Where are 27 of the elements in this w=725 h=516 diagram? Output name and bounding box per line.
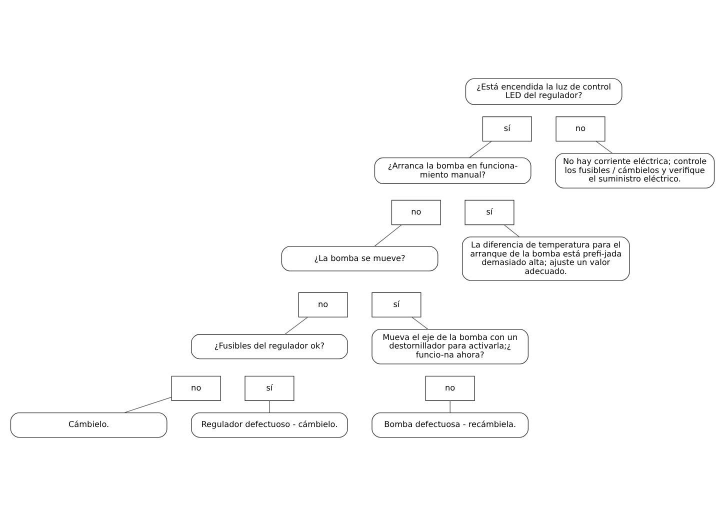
node-box: sí xyxy=(244,376,294,401)
node-box: ¿Fusibles del regulador ok? xyxy=(191,334,348,360)
node-box: no xyxy=(391,200,441,226)
node-box: Cámbielo. xyxy=(10,412,168,438)
node-box: Regulador defectuoso - cámbielo. xyxy=(191,412,348,438)
node-box: ¿Está encendida la luz de control LED del regulador? xyxy=(465,78,622,105)
connector xyxy=(284,316,308,335)
node-box: no xyxy=(425,376,475,401)
connector xyxy=(412,316,428,330)
node-box: sí xyxy=(482,116,532,142)
connector xyxy=(504,224,520,238)
node-box: sí xyxy=(464,200,514,226)
node-box: No hay corriente eléctrica; controle los fusibles / cámbielos y verifique el suministro eléctrico. xyxy=(555,153,715,188)
connector xyxy=(469,141,492,158)
node-box: La diferencia de temperatura para el arranque de la bomba está prefi-jada demasiado alta; ajuste un valor adecuado. xyxy=(462,236,630,281)
node-box: Mueva el eje de la bomba con un destornillador para activarla;¿ funcio-na ahora? xyxy=(372,328,529,364)
connector xyxy=(596,141,613,154)
node-box: no xyxy=(298,292,348,318)
connector xyxy=(374,224,402,247)
node-box: no xyxy=(171,376,221,401)
node-box: sí xyxy=(372,292,422,318)
connector xyxy=(269,400,270,414)
connector xyxy=(124,396,172,414)
node-box: ¿Arranca la bomba en funciona-miento manual? xyxy=(374,158,532,184)
node-box: no xyxy=(556,116,606,142)
node-box: ¿La bomba se mueve? xyxy=(281,246,438,272)
node-box: Bomba defectuosa - recámbiela. xyxy=(372,412,529,438)
